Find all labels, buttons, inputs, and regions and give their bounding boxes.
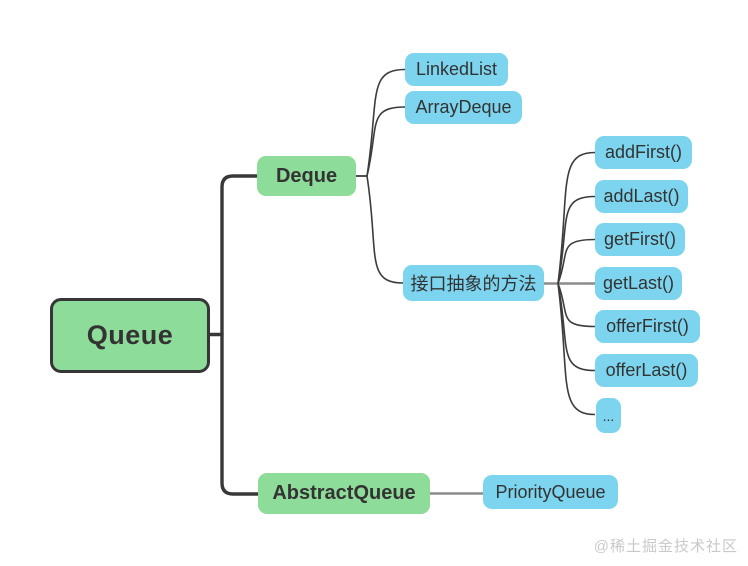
connector-deque-methods [366, 175, 404, 284]
connector-methods-addfirst [557, 151, 596, 284]
node-addfirst[interactable]: addFirst() [595, 136, 692, 169]
node-linkedlist[interactable]: LinkedList [405, 53, 508, 86]
connector-methods-offerlast [557, 283, 596, 372]
node-offerfirst[interactable]: offerFirst() [595, 310, 700, 343]
connector-methods-addlast [557, 195, 596, 284]
node-ellipsis[interactable]: ... [596, 398, 621, 433]
node-queue[interactable]: Queue [50, 298, 210, 373]
connector-methods-getfirst [557, 238, 596, 284]
node-priorityqueue[interactable]: PriorityQueue [483, 475, 618, 509]
connector-methods-ellipsis [557, 283, 596, 416]
node-offerlast[interactable]: offerLast() [595, 354, 698, 387]
node-getfirst[interactable]: getFirst() [595, 223, 685, 256]
node-arraydeque[interactable]: ArrayDeque [405, 91, 522, 124]
connector-deque-arraydeque [366, 106, 406, 177]
connector-methods-offerfirst [557, 283, 596, 328]
node-abstractqueue[interactable]: AbstractQueue [258, 473, 430, 514]
connector-deque-linkedlist [366, 68, 406, 177]
watermark-text: @稀土掘金技术社区 [593, 538, 738, 555]
node-deque[interactable]: Deque [257, 156, 356, 196]
node-addlast[interactable]: addLast() [595, 180, 688, 213]
node-getlast[interactable]: getLast() [595, 267, 682, 300]
node-interface-abstract-methods[interactable]: 接口抽象的方法 [403, 265, 544, 301]
connector-trunk [220, 174, 260, 496]
